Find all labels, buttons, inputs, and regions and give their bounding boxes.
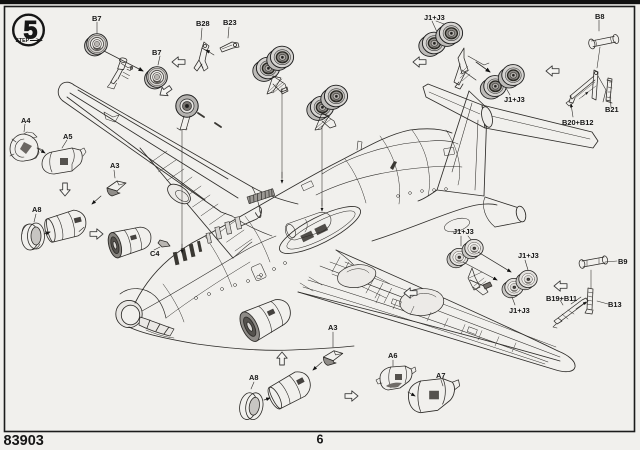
svg-text:B20+B12: B20+B12 — [562, 118, 593, 127]
svg-text:J1+J3: J1+J3 — [424, 13, 445, 22]
svg-text:B19+B11: B19+B11 — [546, 294, 577, 303]
svg-text:A8: A8 — [32, 205, 41, 214]
svg-text:C4: C4 — [150, 249, 160, 258]
svg-text:J1+J3: J1+J3 — [504, 95, 525, 104]
svg-text:STEP: STEP — [16, 38, 30, 44]
svg-text:B7: B7 — [152, 48, 161, 57]
svg-text:A7: A7 — [436, 371, 445, 380]
svg-text:5: 5 — [24, 17, 38, 45]
svg-text:B13: B13 — [608, 300, 622, 309]
svg-text:J1+J3: J1+J3 — [518, 251, 539, 260]
svg-text:B21: B21 — [605, 105, 619, 114]
svg-text:B28: B28 — [196, 19, 210, 28]
svg-text:A3: A3 — [110, 161, 119, 170]
svg-text:B23: B23 — [223, 18, 237, 27]
svg-text:J1+J3: J1+J3 — [509, 306, 530, 315]
svg-text:83903: 83903 — [4, 433, 44, 445]
svg-text:B7: B7 — [92, 14, 101, 23]
svg-text:B8: B8 — [595, 12, 604, 21]
svg-text:J1+J3: J1+J3 — [453, 227, 474, 236]
svg-text:A4: A4 — [21, 116, 31, 125]
svg-text:A6: A6 — [388, 351, 397, 360]
svg-text:B9: B9 — [618, 257, 627, 266]
svg-text:A8: A8 — [249, 373, 258, 382]
svg-text:A3: A3 — [328, 323, 337, 332]
svg-text:A5: A5 — [63, 132, 72, 141]
svg-text:6: 6 — [317, 433, 324, 446]
